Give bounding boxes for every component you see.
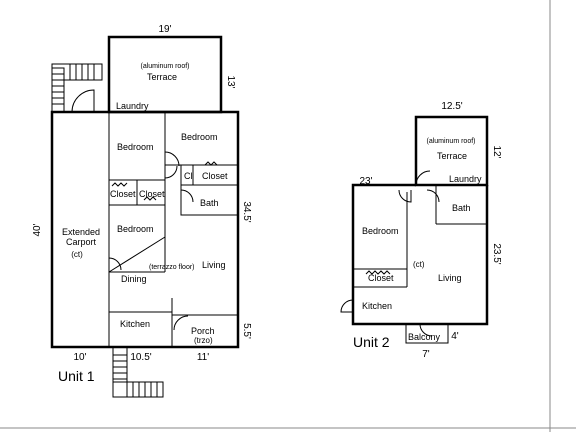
unit2-bedroom-door [398,189,412,203]
unit2-closet-mark [365,270,391,275]
unit1-closet-b-label: Closet [139,189,165,199]
unit1-bath-door [180,189,194,203]
unit1-dining-label: Dining [121,274,147,284]
unit1-dim-bottom-right: 11' [197,352,209,363]
unit2-terrace-note: (aluminum roof) [426,138,475,145]
unit1-kitchen-label: Kitchen [120,319,150,329]
unit2-title: Unit 2 [353,334,390,350]
unit2-dim-terrace-width: 12.5' [441,101,462,112]
unit2-kitchen-label: Kitchen [362,301,392,311]
unit1-stairs-bottom [112,346,164,398]
unit1-bedroom-door-b [164,165,178,179]
unit2-dim-left-width: 23' [359,176,372,187]
unit1-carport-label-3: (ct) [71,250,83,259]
unit1-closet-c-label: Closet [202,171,228,181]
unit1-dim-bottom-mid: 10.5' [130,352,151,363]
unit2-plan: (aluminum roof) Terrace Laundry Bath Bed… [340,101,502,360]
unit2-balcony-door [419,323,433,337]
unit2-terrace-walls [414,115,489,187]
unit1-closet-a-label: Closet [110,189,136,199]
unit1-porch-label: Porch [191,326,215,336]
unit1-closet-mark-c [204,161,218,166]
unit1-bedroom-door-a [164,151,180,167]
unit2-dim-balcony-width: 7' [422,349,430,360]
unit1-closet-mark-b [143,196,157,201]
unit2-dim-terrace-depth: 12' [491,145,502,158]
unit1-hall-line [108,236,166,273]
unit1-outer-walls [50,110,240,349]
unit2-dim-right-depth: 23.5' [491,243,502,264]
unit1-terrace-note: (aluminum roof) [140,63,189,70]
unit1-dim-porch-depth: 5.5' [241,323,252,339]
unit1-carport-label-1: Extended [62,227,100,237]
unit1-porch-door [173,315,189,331]
unit1-closet-d-label: Cl [184,171,193,181]
unit1-plan: (aluminum roof) Terrace Laundry Bedroom … [32,24,252,398]
unit2-living-label: Living [438,273,462,283]
unit1-bedroom-a-label: Bedroom [117,142,154,152]
unit1-dim-terrace-width: 19' [158,24,171,35]
unit1-living-label: Living [202,260,226,270]
unit1-dim-right-depth: 34.5' [241,201,252,222]
unit1-bedroom-c-door [108,257,122,271]
unit2-bath-door [426,189,440,203]
unit2-terrace-label: Terrace [437,151,467,161]
unit1-terrace-label: Terrace [147,72,177,82]
unit1-porch-note: (trzo) [194,336,213,345]
unit1-living-note: (terrazzo floor) [149,264,195,271]
unit1-dim-overall-depth: 40' [32,223,43,236]
unit1-bedroom-c-label: Bedroom [117,224,154,234]
unit2-balcony-label: Balcony [408,332,441,342]
unit2-dim-balcony-depth: 4' [451,331,459,342]
unit2-ct-label: (ct) [413,260,425,269]
unit2-terrace-door [415,170,431,186]
unit1-title: Unit 1 [58,368,95,384]
unit1-laundry-door [71,89,95,113]
unit1-laundry-label: Laundry [116,101,149,111]
unit2-balcony-walls [405,323,449,344]
unit2-bedroom-label: Bedroom [362,226,399,236]
unit2-outer-walls [351,183,489,326]
unit1-bedroom-b-label: Bedroom [181,132,218,142]
unit1-dim-bottom-left: 10' [73,352,86,363]
unit2-kitchen-door [340,299,354,313]
unit2-closet-label: Closet [368,273,394,283]
unit1-carport-label-2: Carport [66,237,97,247]
unit2-laundry-label: Laundry [449,174,482,184]
unit1-stairs-top [51,63,103,113]
unit1-dim-terrace-depth: 13' [225,75,236,88]
unit1-closet-mark-a [111,182,128,187]
unit1-bath-label: Bath [200,198,219,208]
unit2-bath-label: Bath [452,203,471,213]
